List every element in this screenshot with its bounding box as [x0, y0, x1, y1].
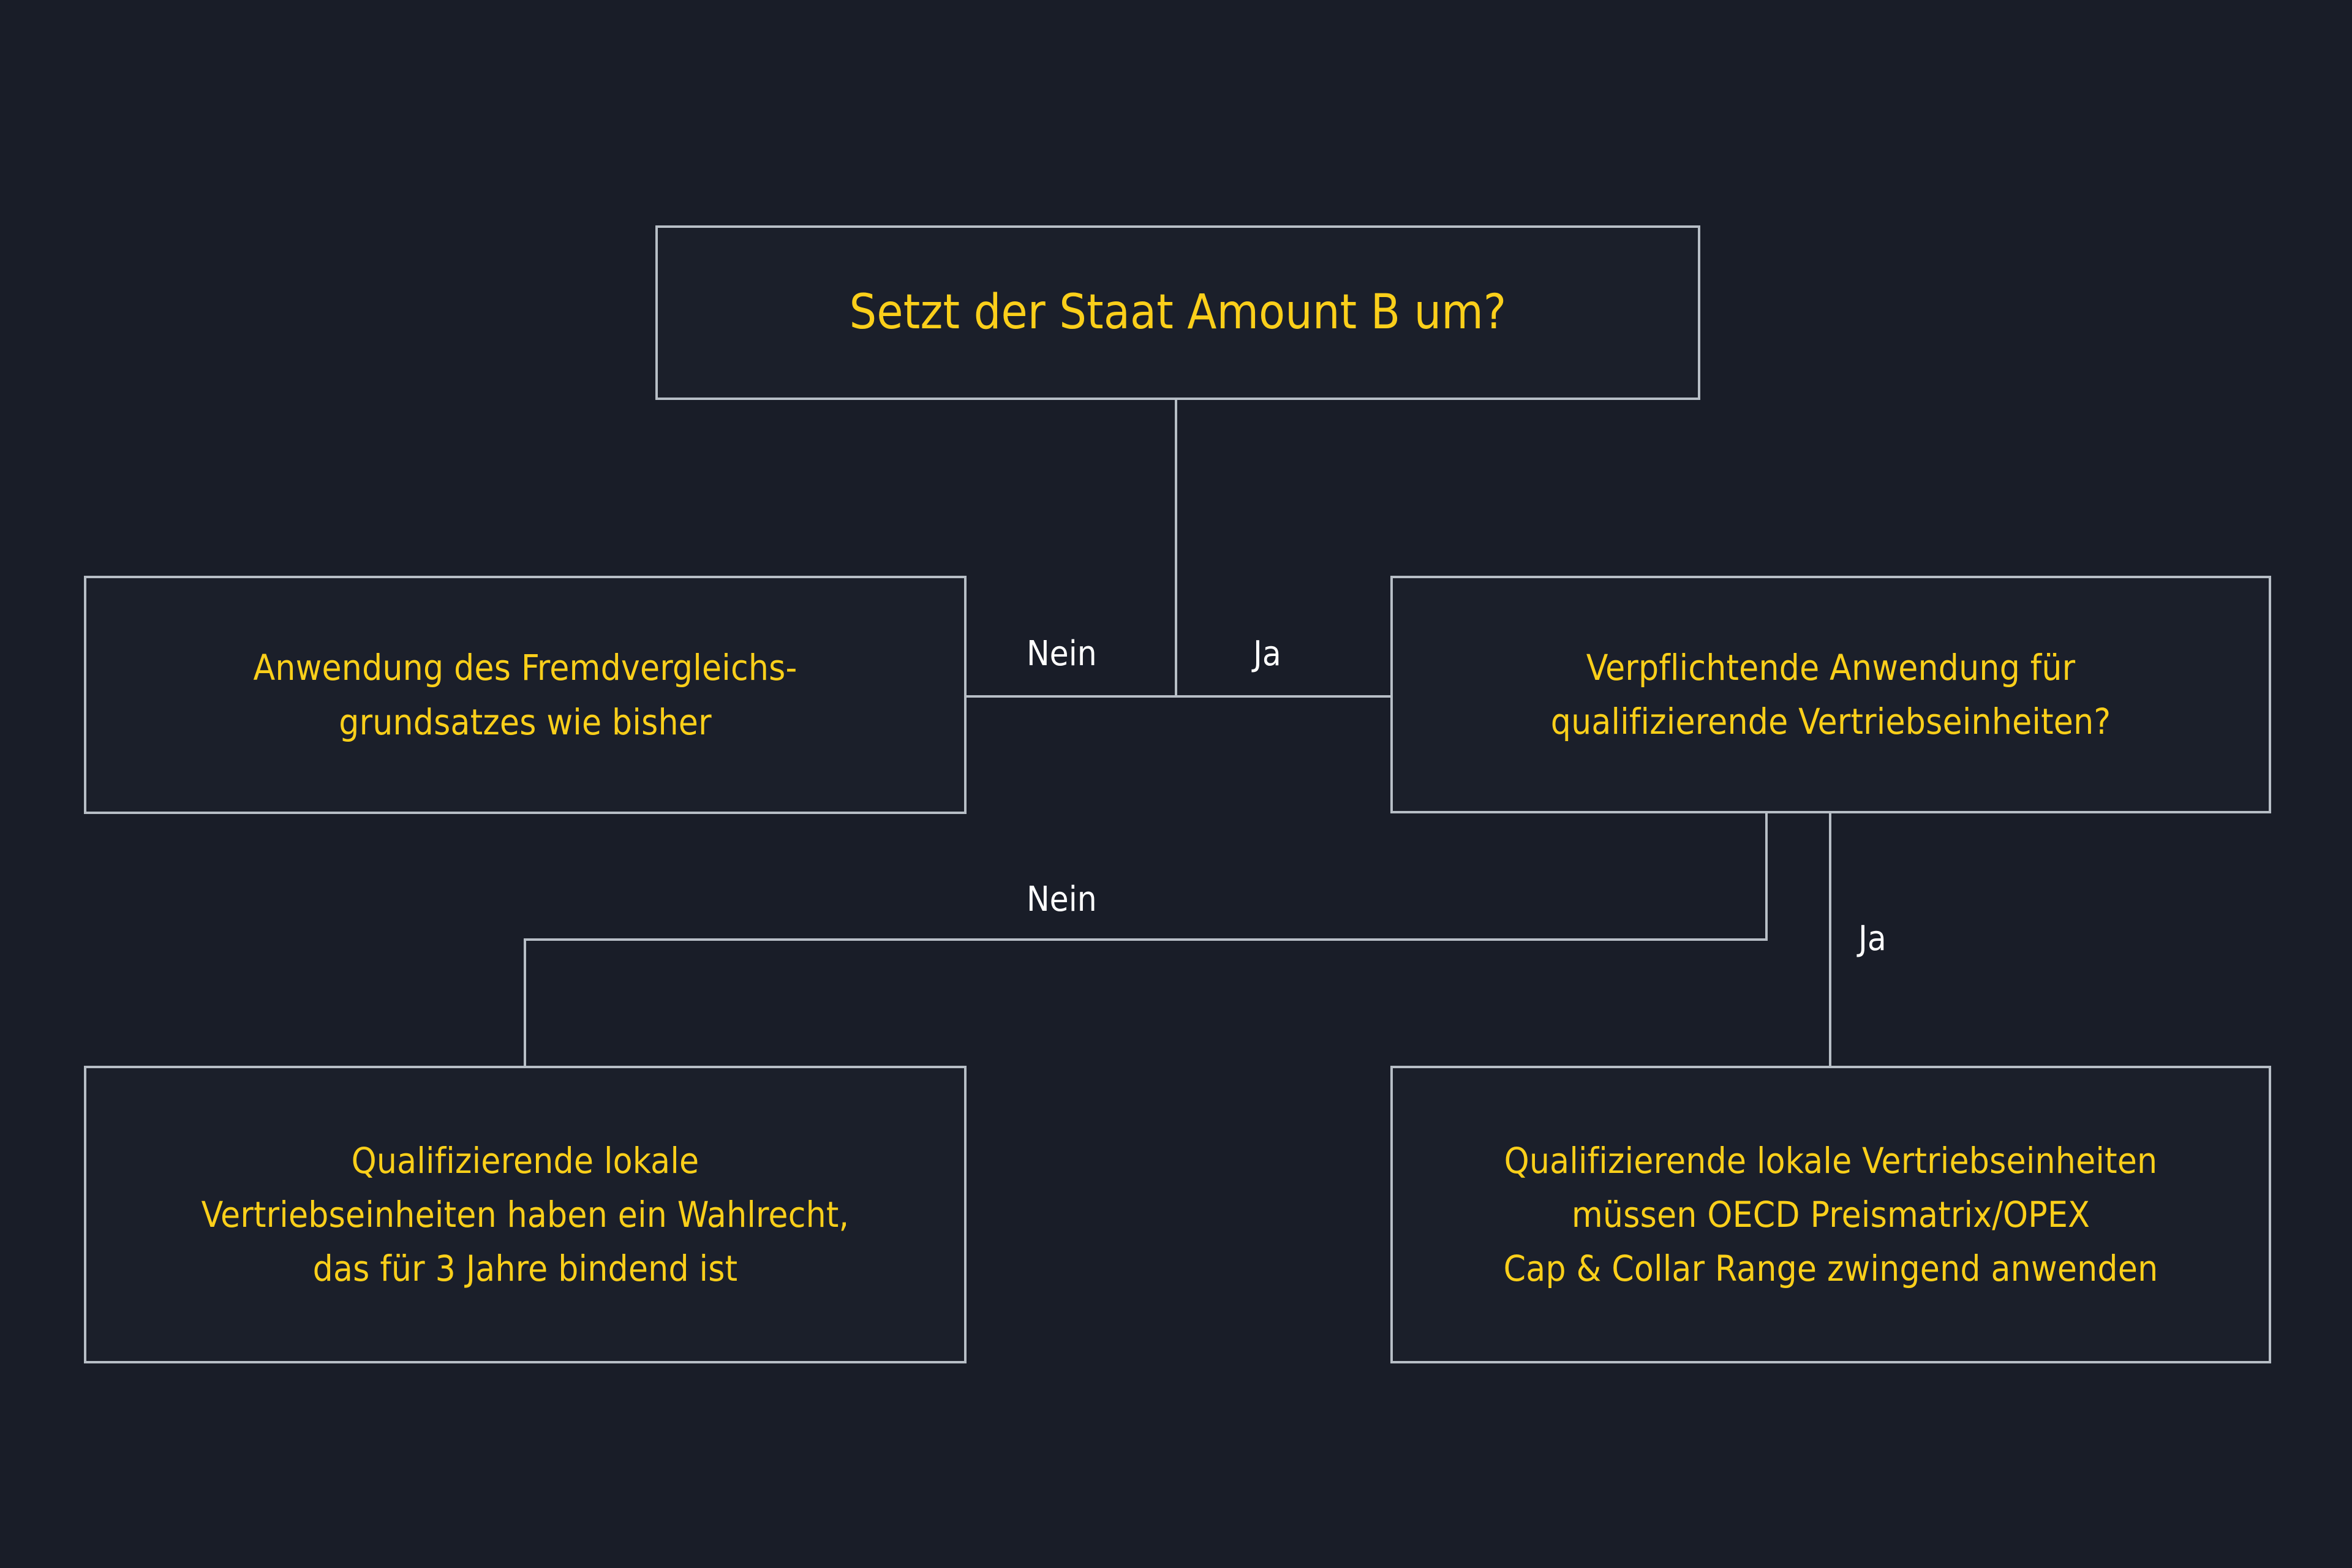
node-mandatory-decision[interactable]: Verpflichtende Anwendung für qualifizier…	[1390, 576, 2271, 813]
edge-label-root-no: Nein	[1027, 634, 1097, 674]
edge-mandatory-no-bus	[524, 938, 1768, 941]
node-mandatory-label: Verpflichtende Anwendung für qualifizier…	[1550, 646, 2111, 742]
node-price-matrix-label: Qualifizierende lokale Vertriebseinheite…	[1503, 1139, 2158, 1290]
node-arms-length-label: Anwendung des Fremdvergleichs- grundsatz…	[253, 647, 797, 743]
node-price-matrix-outcome[interactable]: Qualifizierende lokale Vertriebseinheite…	[1390, 1066, 2271, 1363]
node-root-label: Setzt der Staat Amount B um?	[849, 285, 1507, 341]
edge-root-stem	[1175, 399, 1177, 698]
edge-mandatory-yes-stem	[1829, 813, 1831, 1068]
node-arms-length-outcome[interactable]: Anwendung des Fremdvergleichs- grundsatz…	[84, 576, 967, 814]
edge-label-mandatory-yes: Ja	[1858, 919, 1887, 959]
edge-mandatory-no-stem	[1765, 813, 1768, 941]
edge-label-mandatory-no: Nein	[1027, 880, 1097, 919]
node-election-outcome[interactable]: Qualifizierende lokale Vertriebseinheite…	[84, 1066, 967, 1363]
edge-root-branch-bus	[965, 695, 1393, 698]
node-root-decision[interactable]: Setzt der Staat Amount B um?	[655, 225, 1700, 400]
node-election-label: Qualifizierende lokale Vertriebseinheite…	[201, 1139, 850, 1290]
edge-label-root-yes: Ja	[1253, 634, 1281, 674]
edge-mandatory-no-drop	[524, 938, 526, 1068]
